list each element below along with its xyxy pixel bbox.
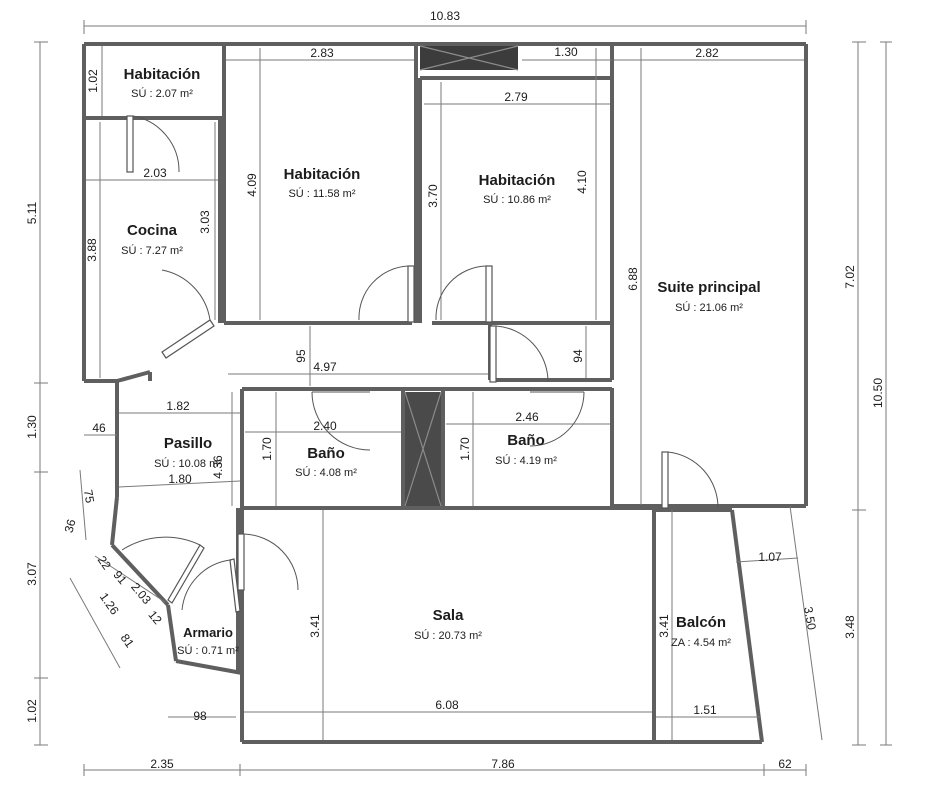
dim-label: 2.40 bbox=[313, 419, 337, 433]
dim-label: 2.03 bbox=[143, 166, 167, 180]
room-name: Suite principal bbox=[657, 279, 760, 296]
dim-label: 1.80 bbox=[168, 472, 192, 486]
room-name: Armario bbox=[183, 625, 233, 640]
room-area: SÚ : 21.06 m² bbox=[675, 301, 743, 314]
dim-label: 2.82 bbox=[695, 46, 719, 60]
room-name: Baño bbox=[507, 432, 545, 449]
room-sala: Sala SÚ : 20.73 m² bbox=[414, 607, 482, 642]
dim-label: 1.82 bbox=[166, 399, 190, 413]
room-name: Habitación bbox=[284, 166, 361, 183]
room-area: SÚ : 4.08 m² bbox=[295, 466, 357, 479]
dim-label: 1.26 bbox=[97, 590, 122, 617]
dim-label: 2.46 bbox=[515, 410, 539, 424]
dim-label: 98 bbox=[193, 709, 207, 723]
dim-right: 7.02 bbox=[843, 265, 857, 289]
dim-label: 81 bbox=[118, 631, 137, 650]
dim-left: 5.11 bbox=[25, 201, 39, 224]
room-hab-right: Habitación SÚ : 10.86 m² bbox=[479, 172, 556, 206]
dim-label: 3.50 bbox=[801, 606, 819, 632]
dim-label: 95 bbox=[294, 349, 308, 363]
dim-label: 4.36 bbox=[211, 455, 225, 479]
dim-label: 1.51 bbox=[693, 703, 717, 717]
dim-label: 94 bbox=[571, 349, 585, 363]
dim-label: 3.70 bbox=[426, 184, 440, 208]
dim-right: 3.48 bbox=[843, 615, 857, 639]
dim-label: 6.88 bbox=[626, 267, 640, 291]
dim-left: 1.30 bbox=[25, 415, 39, 439]
dim-label: 91 bbox=[110, 568, 130, 587]
dim-label: 3.88 bbox=[85, 238, 99, 262]
room-suite: Suite principal SÚ : 21.06 m² bbox=[657, 279, 760, 314]
room-hab-mid: Habitación SÚ : 11.58 m² bbox=[284, 166, 361, 200]
dim-left: 3.07 bbox=[25, 562, 39, 586]
dim-label: 4.09 bbox=[245, 173, 259, 197]
room-area: SÚ : 2.07 m² bbox=[131, 87, 193, 100]
room-area: SÚ : 10.08 m² bbox=[154, 457, 222, 470]
dim-label: 6.08 bbox=[435, 698, 459, 712]
room-balcon: Balcón ZA : 4.54 m² bbox=[671, 614, 731, 649]
room-area: ZA : 4.54 m² bbox=[671, 637, 731, 649]
room-armario: Armario SÚ : 0.71 m² bbox=[177, 625, 239, 657]
doors bbox=[121, 115, 719, 613]
room-area: SÚ : 7.27 m² bbox=[121, 244, 183, 257]
room-name: Sala bbox=[433, 607, 465, 624]
dim-label: 4.10 bbox=[575, 170, 589, 194]
dim-label: 2.83 bbox=[310, 46, 334, 60]
dim-label: 3.41 bbox=[657, 614, 671, 638]
room-area: SÚ : 4.19 m² bbox=[495, 454, 557, 467]
room-name: Pasillo bbox=[164, 435, 212, 452]
dim-label: 1.02 bbox=[86, 69, 100, 93]
room-name: Baño bbox=[307, 445, 345, 462]
room-name: Cocina bbox=[127, 222, 178, 239]
room-name: Habitación bbox=[479, 172, 556, 189]
dim-label: 75 bbox=[81, 489, 97, 505]
room-name: Habitación bbox=[124, 66, 201, 83]
dim-label: 36 bbox=[62, 517, 79, 534]
room-area: SÚ : 11.58 m² bbox=[288, 187, 355, 200]
room-area: SÚ : 0.71 m² bbox=[177, 644, 239, 657]
room-name: Balcón bbox=[676, 614, 726, 631]
room-area: SÚ : 20.73 m² bbox=[414, 629, 482, 642]
overall-dimensions bbox=[34, 20, 892, 776]
dim-label: 3.03 bbox=[198, 210, 212, 234]
dim-label: 3.41 bbox=[308, 614, 322, 638]
dim-label: 2.79 bbox=[504, 90, 528, 104]
dim-label: 1.30 bbox=[554, 45, 578, 59]
room-area: SÚ : 10.86 m² bbox=[483, 193, 551, 206]
dim-label: 4.97 bbox=[313, 360, 337, 374]
dim-right: 10.50 bbox=[871, 378, 885, 408]
dim-label: 46 bbox=[92, 421, 106, 435]
dim-bottom: 7.86 bbox=[491, 757, 515, 771]
dim-label: 22 bbox=[95, 553, 114, 572]
room-hab-small: Habitación SÚ : 2.07 m² bbox=[124, 66, 201, 100]
dim-label: 12 bbox=[145, 608, 165, 627]
dim-bottom: 62 bbox=[778, 757, 792, 771]
room-bano-right: Baño SÚ : 4.19 m² bbox=[495, 432, 557, 467]
dim-top-total: 10.83 bbox=[430, 9, 460, 23]
interior-dimension-lines bbox=[69, 46, 823, 741]
room-pasillo: Pasillo SÚ : 10.08 m² bbox=[154, 435, 222, 470]
dim-label: 1.07 bbox=[758, 550, 782, 564]
dim-label: 1.70 bbox=[260, 437, 274, 461]
dim-left: 1.02 bbox=[25, 699, 39, 723]
room-bano-left: Baño SÚ : 4.08 m² bbox=[295, 445, 357, 479]
dim-bottom: 2.35 bbox=[150, 757, 174, 771]
dim-label: 1.70 bbox=[458, 437, 472, 461]
room-cocina: Cocina SÚ : 7.27 m² bbox=[121, 222, 183, 257]
